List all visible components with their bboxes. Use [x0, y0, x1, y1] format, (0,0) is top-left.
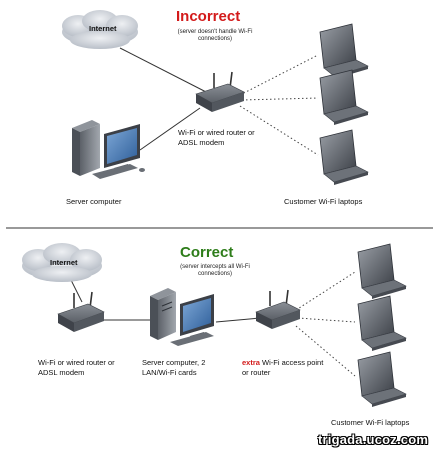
internet-cloud-label: Internet: [50, 258, 78, 267]
incorrect-section: [62, 10, 369, 185]
wifi-link-laptop-1: [239, 54, 319, 96]
internet-cloud: [22, 243, 102, 282]
router-label: Wi-Fi or wired router or ADSL modem: [38, 358, 115, 378]
wifi-link-laptop-1: [295, 271, 356, 311]
correct-subtitle-line-1: (server intercepts all Wi-Fi: [180, 264, 250, 270]
internet-cloud: [62, 10, 138, 49]
router-label-line-1: Wi-Fi or wired router or: [38, 358, 115, 367]
link-server-accesspoint: [215, 317, 261, 323]
laptop-icon: [357, 243, 407, 299]
link-server-router: [139, 107, 201, 151]
server-computer-icon: [72, 120, 145, 179]
internet-cloud-label: Internet: [89, 24, 117, 33]
correct-subtitle: (server intercepts all Wi-Fi connections…: [160, 264, 270, 278]
router-label-line-1: Wi-Fi or wired router or: [178, 128, 255, 137]
watermark: trigada.ucoz.com: [318, 432, 429, 447]
router-label-line-2: ADSL modem: [38, 368, 85, 377]
link-cloud-router: [69, 277, 83, 303]
correct-title: Correct: [180, 244, 234, 261]
server-computer-icon: [150, 288, 214, 346]
access-point-label: extra Wi-Fi access point or router: [242, 358, 323, 378]
correct-section: [22, 243, 407, 407]
access-point-label-line-1: extra Wi-Fi access point: [242, 358, 323, 368]
server-computer-label: Server computer: [66, 197, 122, 206]
router-icon: [195, 71, 245, 112]
incorrect-title: Incorrect: [176, 8, 241, 25]
router-icon: [57, 291, 105, 332]
server-computer-label: Server computer, 2 LAN/Wi-Fi cards: [142, 358, 205, 378]
wifi-link-laptop-3: [295, 325, 356, 377]
server-label-line-1: Server computer, 2: [142, 358, 206, 367]
correct-subtitle-line-2: connections): [197, 271, 233, 277]
router-label-line-2: ADSL modem: [178, 138, 225, 147]
laptop-icon: [319, 69, 369, 125]
wifi-link-laptop-2: [297, 317, 356, 323]
customer-laptops-label: Customer Wi-Fi laptops: [284, 197, 363, 206]
server-label-line-2: LAN/Wi-Fi cards: [142, 368, 197, 377]
laptop-icon: [357, 295, 407, 351]
incorrect-subtitle: (server doesn't handle Wi-Fi connections…: [160, 29, 270, 43]
access-point-label-rest: Wi-Fi access point: [259, 358, 324, 367]
extra-highlight: extra: [242, 358, 260, 367]
incorrect-subtitle-line-2: connections): [197, 36, 233, 42]
router-label: Wi-Fi or wired router or ADSL modem: [178, 128, 255, 148]
incorrect-subtitle-line-1: (server doesn't handle Wi-Fi: [177, 29, 253, 35]
link-cloud-router: [119, 47, 213, 96]
laptop-icon: [357, 351, 407, 407]
access-point-icon: [255, 289, 301, 329]
access-point-label-line-2: or router: [242, 368, 271, 377]
customer-laptops-label: Customer Wi-Fi laptops: [331, 418, 410, 427]
laptop-icon: [319, 129, 369, 185]
wifi-link-laptop-2: [241, 97, 319, 101]
wifi-link-laptop-3: [239, 105, 319, 156]
laptop-icon: [319, 23, 369, 79]
